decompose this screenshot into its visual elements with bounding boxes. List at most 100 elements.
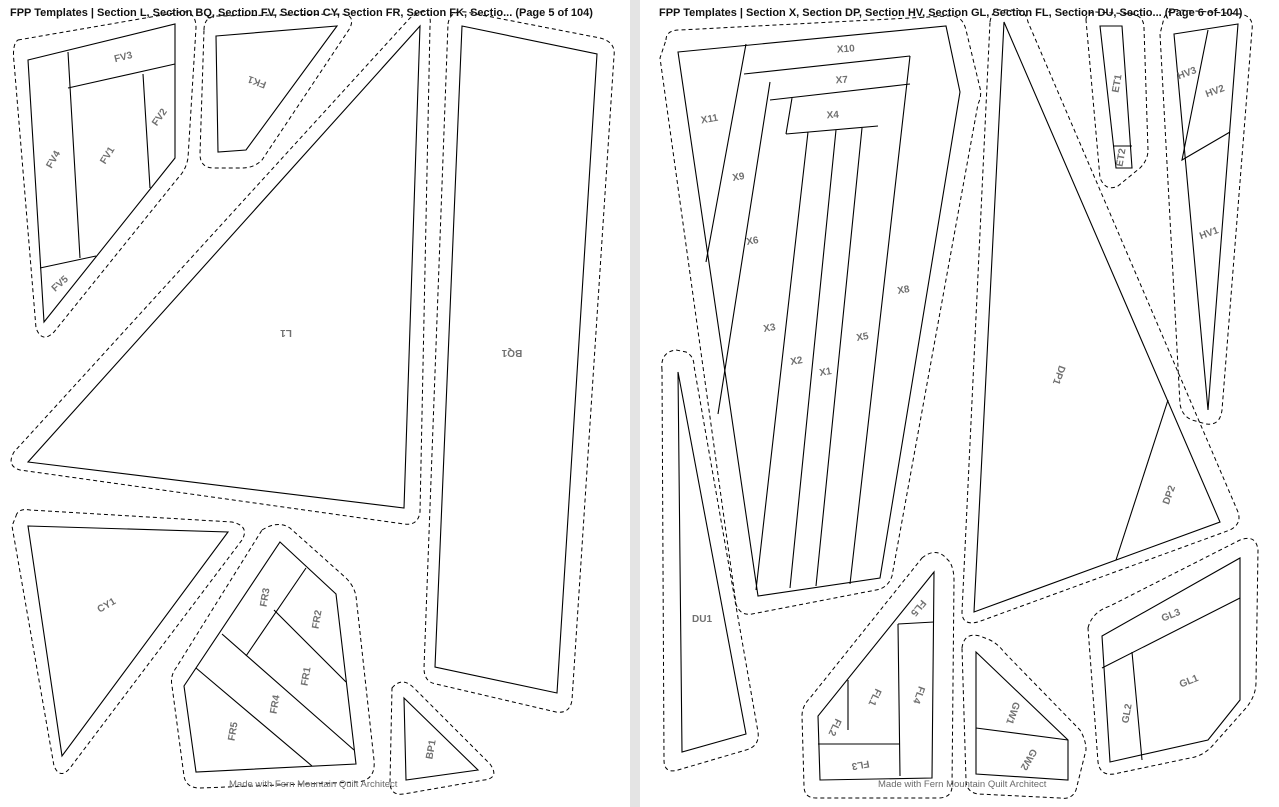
seam-line xyxy=(818,621,935,777)
piece-label-fv4: FV4 xyxy=(44,149,63,171)
piece-label-cy1: CY1 xyxy=(96,596,119,615)
section-et: ET1 ET2 xyxy=(1085,11,1149,189)
piece-outline-bq xyxy=(434,25,598,694)
piece-label-l1: L1 xyxy=(280,327,292,338)
piece-label-fr3: FR3 xyxy=(258,587,272,608)
section-fv: FV3 FV2 FV4 FV1 FV5 xyxy=(13,11,197,338)
piece-outline-et xyxy=(1099,25,1133,169)
piece-label-fr1: FR1 xyxy=(299,666,313,687)
piece-label-x1: X1 xyxy=(819,366,833,379)
piece-label-x7: X7 xyxy=(835,75,848,87)
piece-label-et2: ET2 xyxy=(1115,147,1129,167)
piece-label-gl3: GL3 xyxy=(1160,607,1183,625)
seam-line xyxy=(39,51,176,269)
cut-line-l xyxy=(10,11,431,525)
piece-label-dp2: DP2 xyxy=(1161,484,1178,506)
page-footer-credit: Made with Fern Mountain Quilt Architect xyxy=(229,779,398,790)
seam-line xyxy=(1101,597,1241,761)
seam-line xyxy=(1181,29,1231,162)
cut-line-et xyxy=(1085,11,1149,189)
seam-line xyxy=(195,567,355,767)
section-gl: GL3 GL2 GL1 xyxy=(1087,537,1259,775)
piece-label-dp1: DP1 xyxy=(1050,364,1067,386)
cut-line-dp xyxy=(961,9,1240,624)
piece-label-hv2: HV2 xyxy=(1204,83,1226,100)
piece-label-fl2: FL2 xyxy=(825,717,843,738)
section-bq: BQ1 xyxy=(423,11,615,713)
piece-label-fr4: FR4 xyxy=(268,694,282,715)
piece-label-gl1: GL1 xyxy=(1178,673,1201,691)
piece-outline-fr xyxy=(183,541,357,773)
piece-outline-gl xyxy=(1101,557,1241,763)
piece-label-du1: DU1 xyxy=(692,614,712,625)
piece-label-fv3: FV3 xyxy=(113,50,134,65)
cut-line-gw xyxy=(961,634,1087,799)
template-sheet-6: X10 X7 X4 X11 X9 X6 X3 X2 X1 X5 X8 ET1 E… xyxy=(659,9,1259,799)
piece-label-fv1: FV1 xyxy=(98,145,117,167)
section-dp: DP1 DP2 xyxy=(961,9,1240,624)
cut-line-du xyxy=(661,349,759,772)
piece-outline-dp xyxy=(973,21,1221,613)
section-x: X10 X7 X4 X11 X9 X6 X3 X2 X1 X5 X8 xyxy=(659,15,982,615)
cut-line-x xyxy=(659,15,982,615)
piece-outline-du xyxy=(677,371,747,753)
piece-label-fl4: FL4 xyxy=(910,685,927,706)
cut-line-gl xyxy=(1087,537,1259,775)
piece-label-fk1: FK1 xyxy=(246,73,268,90)
piece-label-x9: X9 xyxy=(732,171,746,184)
piece-label-fr2: FR2 xyxy=(310,609,324,630)
piece-outline-fk xyxy=(215,25,339,153)
piece-label-bq1: BQ1 xyxy=(501,347,522,358)
section-du: DU1 xyxy=(661,349,759,772)
section-cy: CY1 xyxy=(11,509,245,774)
page-title: FPP Templates | Section L, Section BQ, S… xyxy=(10,7,593,19)
cut-line-fv xyxy=(13,11,197,338)
piece-label-x8: X8 xyxy=(897,284,911,297)
piece-label-fl3: FL3 xyxy=(850,758,870,772)
section-fr: FR3 FR2 FR1 FR4 FR5 xyxy=(171,524,375,789)
piece-outline-hv xyxy=(1173,23,1239,411)
section-l: L1 xyxy=(10,11,431,525)
section-fk: FK1 xyxy=(199,13,353,169)
section-bp: BP1 xyxy=(389,681,495,795)
piece-label-gl2: GL2 xyxy=(1120,703,1134,724)
cut-line-hv xyxy=(1159,9,1253,425)
piece-label-hv3: HV3 xyxy=(1176,65,1198,82)
cut-line-fr xyxy=(171,524,375,789)
piece-outline-fl xyxy=(817,570,935,781)
piece-label-hv1: HV1 xyxy=(1198,225,1220,242)
piece-label-gw2: GW2 xyxy=(1017,747,1038,773)
piece-label-fr5: FR5 xyxy=(226,721,240,742)
piece-label-bp1: BP1 xyxy=(424,739,438,760)
piece-outline-gw xyxy=(975,650,1069,781)
piece-label-fl1: FL1 xyxy=(865,687,883,708)
piece-label-x3: X3 xyxy=(763,322,777,335)
template-page-5: FV3 FV2 FV4 FV1 FV5 FK1 L1 BQ1 CY1 xyxy=(0,0,630,807)
piece-label-x10: X10 xyxy=(837,43,856,55)
seam-line xyxy=(705,43,911,591)
piece-outline-bp xyxy=(403,696,480,781)
page-title: FPP Templates | Section X, Section DP, S… xyxy=(659,7,1243,19)
page-footer-credit: Made with Fern Mountain Quilt Architect xyxy=(878,779,1047,790)
piece-label-fv2: FV2 xyxy=(150,107,170,129)
template-page-6: X10 X7 X4 X11 X9 X6 X3 X2 X1 X5 X8 ET1 E… xyxy=(640,0,1279,807)
piece-outline-l xyxy=(26,24,421,509)
piece-label-gw1: GW1 xyxy=(1003,700,1021,726)
cut-line-bq xyxy=(423,11,615,713)
seam-line xyxy=(975,727,1069,741)
cut-line-fk xyxy=(199,13,353,169)
cut-line-fl xyxy=(801,552,955,799)
piece-outline-fv xyxy=(27,23,176,324)
piece-label-x2: X2 xyxy=(790,355,804,368)
piece-outline-x xyxy=(677,25,961,597)
piece-outline-cy xyxy=(27,525,230,758)
piece-label-x4: X4 xyxy=(826,110,839,122)
section-gw: GW1 GW2 xyxy=(961,634,1087,799)
piece-label-x5: X5 xyxy=(856,331,870,344)
template-sheet-5: FV3 FV2 FV4 FV1 FV5 FK1 L1 BQ1 CY1 xyxy=(10,11,615,795)
cut-line-cy xyxy=(11,509,245,774)
piece-label-x6: X6 xyxy=(746,235,760,248)
seam-line xyxy=(1115,399,1169,561)
piece-label-x11: X11 xyxy=(700,113,719,127)
piece-label-et1: ET1 xyxy=(1111,73,1125,93)
